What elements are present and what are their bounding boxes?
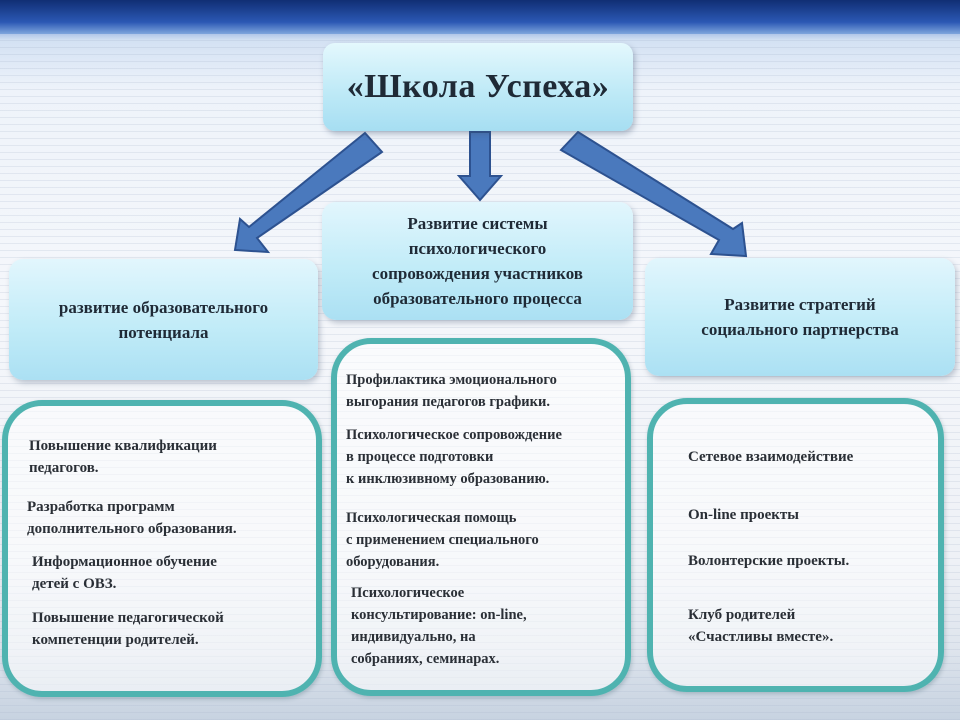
branch-box-social-partnership: Развитие стратегий социального партнерст… [645,258,955,376]
list-item: Сетевое взаимодействие [688,449,854,465]
list-item: Психологическая помощь с применением спе… [346,510,539,570]
list-item: Профилактика эмоционального выгорания пе… [346,372,557,410]
list-item: Разработка программ дополнительного обра… [27,499,237,537]
arrow-to-left-branch [233,131,384,254]
arrow-to-right-branch [559,130,748,258]
left-items-panel [2,400,322,697]
list-item: Повышение квалификации педагогов. [29,438,217,476]
list-item: On-line проекты [688,507,799,523]
arrow-to-center-branch [456,131,504,202]
right-items-panel [647,398,944,692]
list-item: Волонтерские проекты. [688,553,850,569]
list-item: Информационное обучение детей с ОВЗ. [32,554,217,592]
list-item: Психологическое сопровождение в процессе… [346,427,562,487]
branch-box-psychological-support: Развитие системы психологического сопров… [322,202,633,320]
branch-label: Развитие стратегий социального партнерст… [701,295,899,339]
top-blue-band [0,0,960,34]
list-item: Психологическое консультирование: on-lin… [351,585,527,667]
list-item: Повышение педагогической компетенции род… [32,610,224,648]
branch-box-educational-potential: развитие образовательного потенциала [9,259,318,380]
branch-label: Развитие системы психологического сопров… [372,214,583,308]
diagram-title: «Школа Успеха» [346,68,610,105]
branch-label: развитие образовательного потенциала [58,297,269,342]
center-items-panel [331,338,631,696]
central-title-box: «Школа Успеха» [323,43,633,131]
list-item: Клуб родителей «Счастливы вместе». [688,607,834,645]
